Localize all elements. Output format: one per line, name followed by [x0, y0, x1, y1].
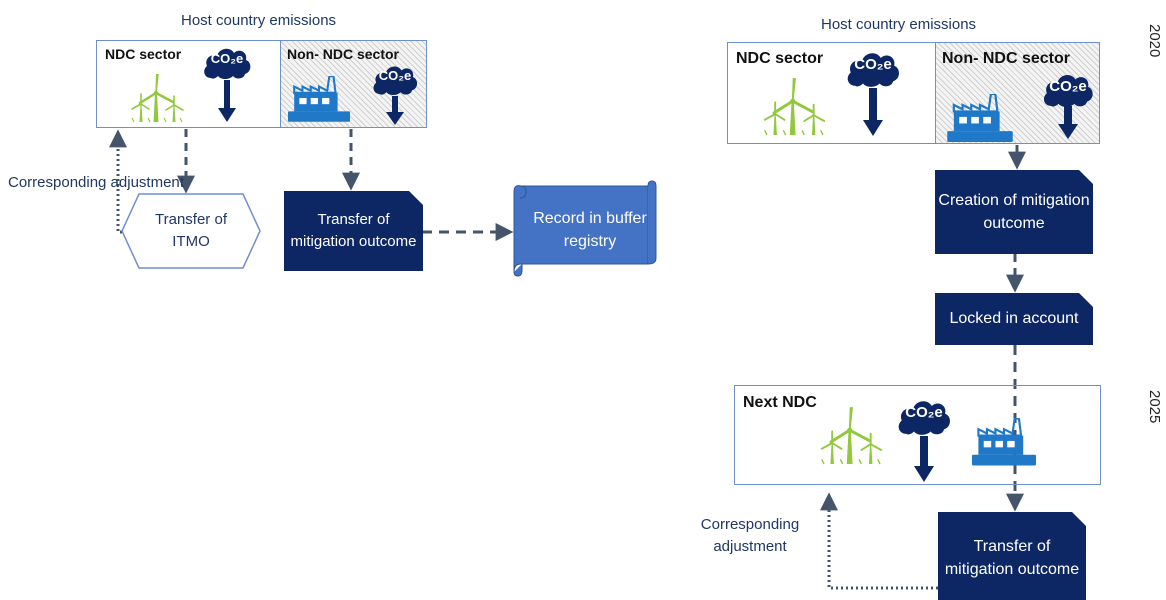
next-ndc-label: Next NDC — [743, 394, 817, 411]
next-ndc-co2-label: CO₂e — [905, 404, 943, 421]
transfer-itmo-hexagon — [121, 193, 261, 269]
creation-mitigation-shape — [935, 170, 1093, 254]
right-ndc-down-arrow-icon — [863, 88, 883, 136]
locked-account-shape — [935, 293, 1093, 345]
left-ndc-co2-label: CO₂e — [210, 51, 244, 66]
left-non-ndc-down-arrow-icon — [386, 96, 404, 125]
right-corresponding-adjustment-label: Corresponding adjustment — [700, 516, 800, 555]
year-2020-label: 2020 — [1146, 24, 1163, 58]
buffer-registry-text: Record in buffer registry — [533, 209, 647, 250]
left-title: Host country emissions — [181, 12, 337, 29]
right-non-ndc-down-arrow-icon — [1058, 106, 1078, 139]
left-ndc-sector-label: NDC sector — [105, 46, 182, 62]
right-ndc-sector-label: NDC sector — [736, 50, 824, 67]
left-transfer-mitigation-text: Transfer of mitigation outcome — [290, 211, 417, 250]
left-connectors — [109, 129, 514, 241]
left-ndc-down-arrow-icon — [218, 80, 236, 122]
left-non-ndc-sector-label: Non- NDC sector — [287, 46, 400, 62]
right-transfer-mitigation-shape — [938, 512, 1086, 600]
next-ndc-wind-turbine-icon — [819, 406, 883, 466]
transfer-itmo-text: Transfer of ITMO — [155, 211, 227, 250]
right-non-ndc-co2-label: CO₂e — [1049, 78, 1087, 95]
next-ndc-down-arrow-icon — [914, 436, 934, 482]
left-transfer-mitigation-shape — [284, 191, 423, 271]
year-2025-label: 2025 — [1146, 390, 1163, 424]
next-ndc-box: Next NDC — [734, 385, 1101, 485]
left-non-ndc-co2-label: CO₂e — [378, 68, 412, 83]
right-ndc-co2-label: CO₂e — [854, 56, 892, 73]
left-corresponding-adjustment-label: Corresponding adjustment — [8, 174, 184, 191]
creation-mitigation-text: Creation of mitigation outcome — [938, 191, 1090, 232]
buffer-registry-scroll — [513, 180, 657, 277]
right-non-ndc-sector-label: Non- NDC sector — [942, 50, 1071, 67]
right-transfer-mitigation-text: Transfer of mitigation outcome — [944, 537, 1080, 578]
right-title: Host country emissions — [821, 16, 977, 33]
next-ndc-factory-icon — [972, 418, 1036, 466]
locked-account-text: Locked in account — [949, 310, 1079, 328]
